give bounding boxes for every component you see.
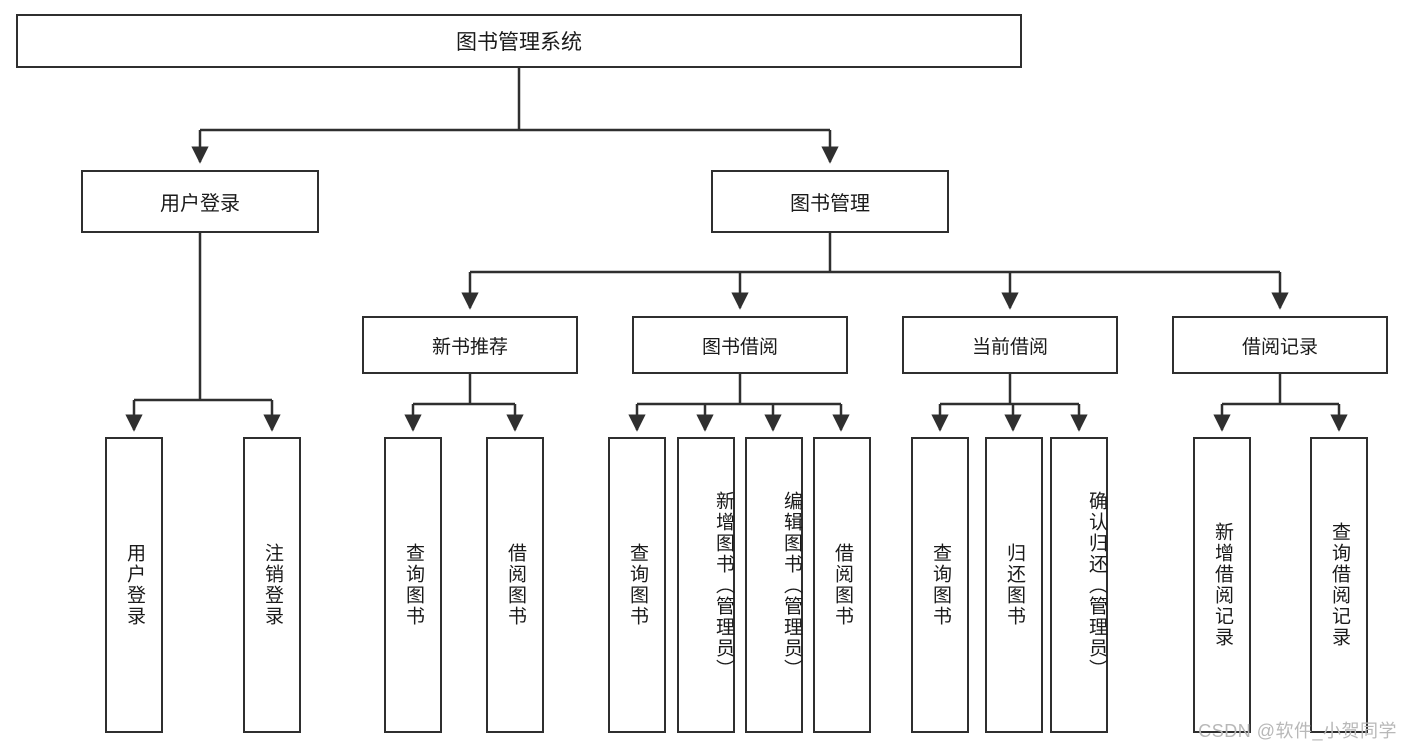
node-label: 查询借阅记录 [1328,522,1350,648]
node-label: 查询图书 [402,543,424,627]
node-label: 归还图书 [1003,543,1025,627]
leaf-user-logout[interactable]: 注销登录 [243,437,301,733]
node-borrow-record[interactable]: 借阅记录 [1172,316,1388,374]
node-label: 新增图书（管理员） [713,490,734,680]
node-book-management[interactable]: 图书管理 [711,170,949,233]
leaf-confirm-return-admin[interactable]: 确认归还（管理员） [1050,437,1108,733]
leaf-return-book[interactable]: 归还图书 [985,437,1043,733]
leaf-query-book-borrow[interactable]: 查询图书 [608,437,666,733]
node-label: 借阅记录 [1241,336,1318,358]
node-label: 图书借阅 [701,336,778,358]
node-label: 用户登录 [123,543,145,627]
leaf-edit-book-admin[interactable]: 编辑图书（管理员） [745,437,803,733]
leaf-borrow-book[interactable]: 借阅图书 [813,437,871,733]
node-label: 确认归还（管理员） [1086,490,1107,680]
node-label: 查询图书 [929,543,951,627]
leaf-user-login[interactable]: 用户登录 [105,437,163,733]
node-label: 图书管理系统 [456,31,582,54]
node-user-login[interactable]: 用户登录 [81,170,319,233]
node-current-borrow[interactable]: 当前借阅 [902,316,1118,374]
node-book-borrow[interactable]: 图书借阅 [632,316,848,374]
leaf-borrow-book-recommend[interactable]: 借阅图书 [486,437,544,733]
node-label: 新书推荐 [431,336,508,358]
node-label: 当前借阅 [971,336,1048,358]
node-label: 新增借阅记录 [1211,522,1233,648]
leaf-query-book-current[interactable]: 查询图书 [911,437,969,733]
node-label: 注销登录 [261,543,283,627]
node-label: 查询图书 [626,543,648,627]
node-label: 借阅图书 [831,543,853,627]
node-new-book-recommend[interactable]: 新书推荐 [362,316,578,374]
node-label: 借阅图书 [504,543,526,627]
node-label: 编辑图书（管理员） [781,490,802,680]
leaf-add-borrow-record[interactable]: 新增借阅记录 [1193,437,1251,733]
node-label: 用户登录 [160,193,240,215]
leaf-query-borrow-record[interactable]: 查询借阅记录 [1310,437,1368,733]
node-root[interactable]: 图书管理系统 [16,14,1022,68]
watermark: CSDN @软件_小贺同学 [1198,721,1397,741]
node-label: 图书管理 [790,193,870,215]
leaf-add-book-admin[interactable]: 新增图书（管理员） [677,437,735,733]
leaf-query-book-recommend[interactable]: 查询图书 [384,437,442,733]
